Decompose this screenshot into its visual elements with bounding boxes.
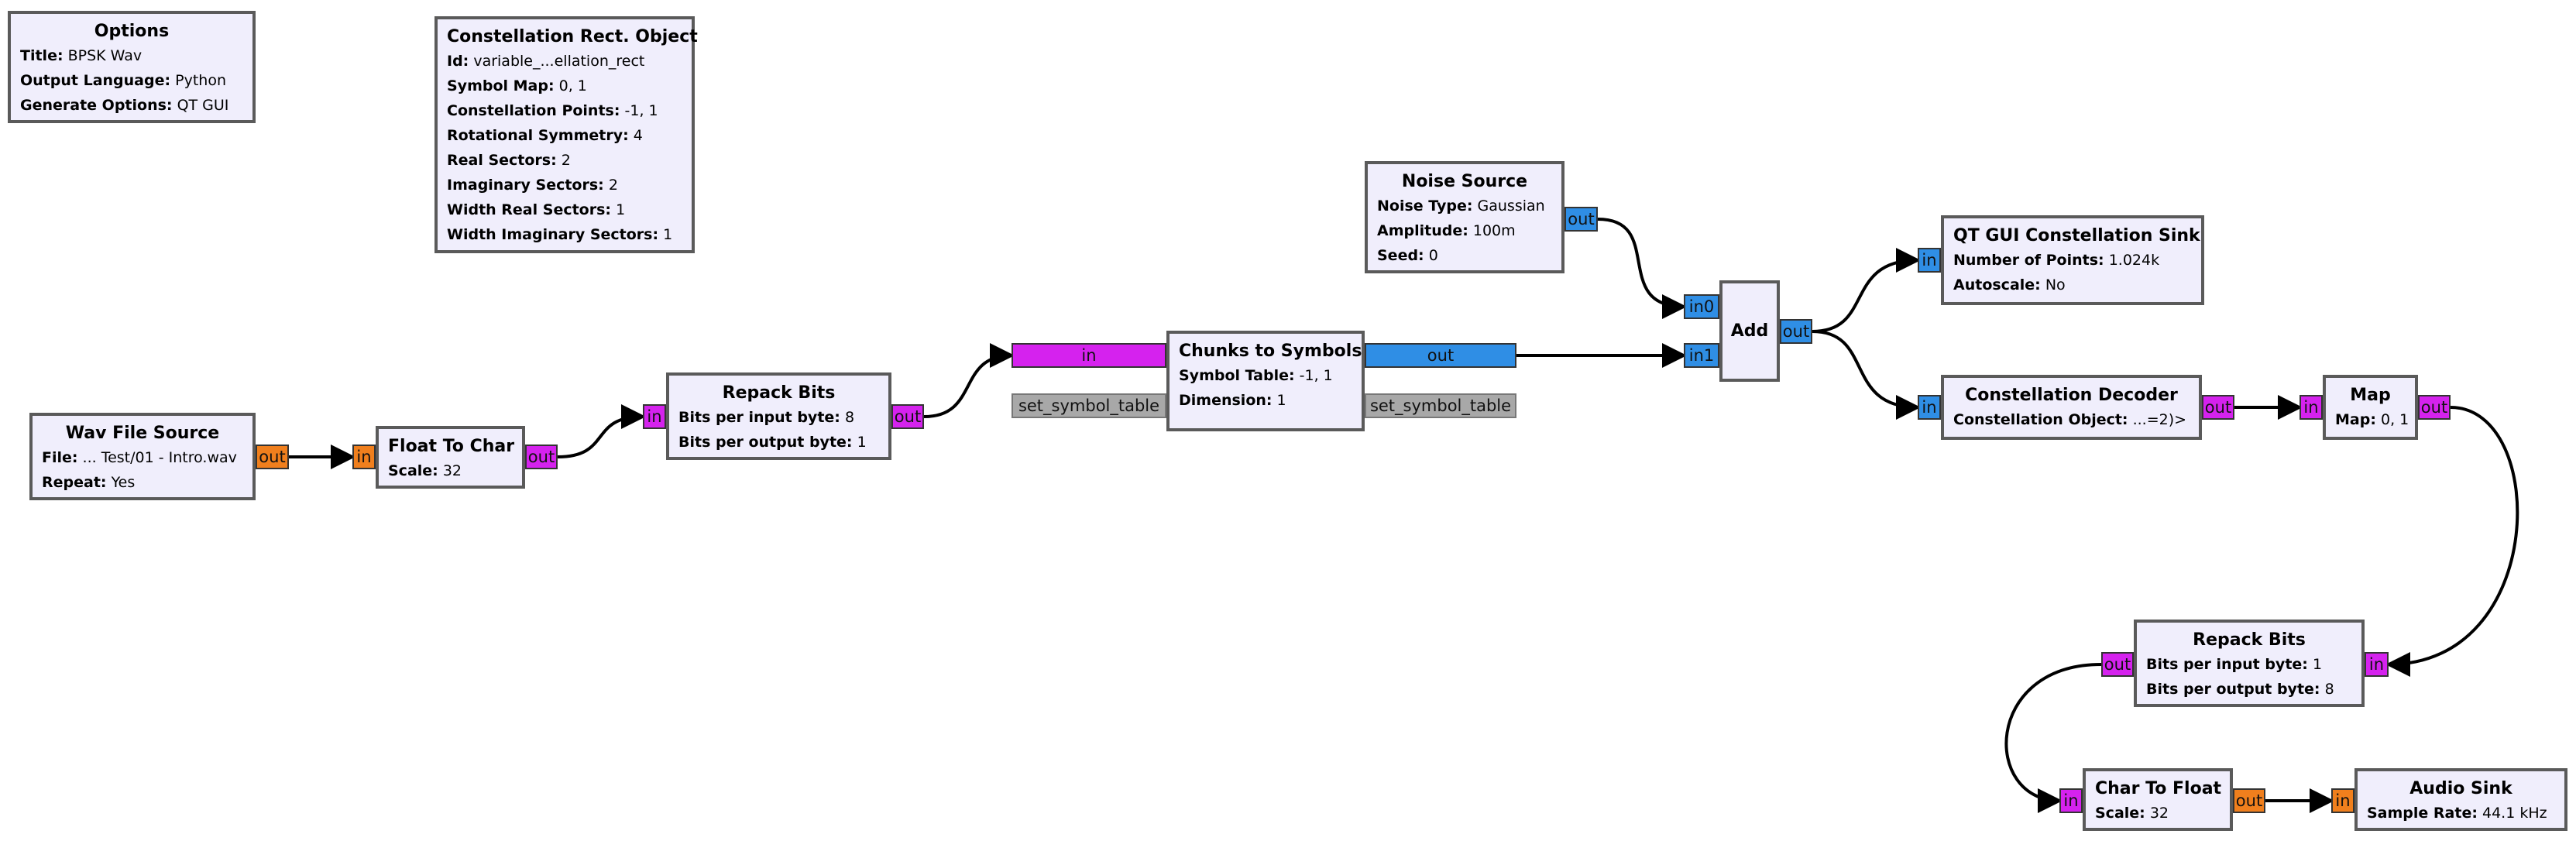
chunks-to-symbols-in-port[interactable]: in	[1012, 343, 1166, 368]
constellation-decoder-in-port[interactable]: in	[1918, 395, 1941, 420]
param-bits-per-input-byte: Bits per input byte: 8	[678, 409, 855, 426]
block-title: Chunks to Symbols	[1179, 342, 1362, 361]
char-to-float-in-port[interactable]: in	[2059, 788, 2083, 813]
param-constellation-object: Constellation Object: ...=2)>	[1953, 411, 2187, 428]
param-scale: Scale: 32	[388, 462, 462, 479]
param-number-of-points: Number of Points: 1.024k	[1953, 252, 2160, 269]
noise-source-block[interactable]: Noise Source Noise Type: Gaussian Amplit…	[1365, 161, 1564, 273]
repack-bits-2-out-port[interactable]: out	[2101, 652, 2134, 677]
block-title: Audio Sink	[2409, 779, 2512, 798]
char-to-float-block[interactable]: Char To Float Scale: 32	[2083, 768, 2233, 831]
param-map: Map: 0, 1	[2335, 411, 2409, 428]
chunks-to-symbols-msg-in-port[interactable]: set_symbol_table	[1012, 393, 1166, 418]
block-title: Repack Bits	[2193, 630, 2306, 650]
block-title: Noise Source	[1401, 172, 1528, 191]
wire-noise-to-add-in0[interactable]	[1597, 218, 1687, 319]
param-sample-rate: Sample Rate: 44.1 kHz	[2367, 805, 2547, 822]
wav-file-source-out-port[interactable]: out	[256, 445, 289, 469]
param-scale: Scale: 32	[2095, 805, 2169, 822]
param-generate-options: Generate Options: QT GUI	[20, 97, 229, 114]
param-seed: Seed: 0	[1377, 247, 1438, 264]
param-dimension: Dimension: 1	[1179, 392, 1286, 409]
float-to-char-in-port[interactable]: in	[352, 445, 376, 469]
block-title: Constellation Rect. Object	[447, 27, 698, 46]
block-title: Float To Char	[388, 437, 515, 456]
repack-bits-1-out-port[interactable]: out	[891, 404, 924, 429]
noise-source-out-port[interactable]: out	[1564, 207, 1598, 232]
param-width-real-sectors: Width Real Sectors: 1	[447, 201, 626, 218]
constellation-decoder-out-port[interactable]: out	[2202, 395, 2234, 420]
repack-bits-1-block[interactable]: Repack Bits Bits per input byte: 8 Bits …	[666, 372, 891, 460]
param-output-language: Output Language: Python	[20, 72, 226, 89]
wav-file-source-block[interactable]: Wav File Source File: ... Test/01 - Intr…	[29, 413, 256, 500]
param-symbol-map: Symbol Map: 0, 1	[447, 77, 587, 94]
block-title: Char To Float	[2095, 779, 2222, 798]
chunks-to-symbols-msg-out-port[interactable]: set_symbol_table	[1365, 393, 1516, 418]
param-width-imaginary-sectors: Width Imaginary Sectors: 1	[447, 226, 673, 243]
audio-sink-block[interactable]: Audio Sink Sample Rate: 44.1 kHz	[2354, 768, 2567, 831]
add-in1-port[interactable]: in1	[1684, 343, 1719, 368]
add-in0-port[interactable]: in0	[1684, 294, 1719, 319]
repack-bits-2-block[interactable]: Repack Bits Bits per input byte: 1 Bits …	[2134, 620, 2365, 707]
float-to-char-block[interactable]: Float To Char Scale: 32	[376, 426, 525, 489]
wire-map-to-repack2[interactable]	[2385, 406, 2519, 677]
block-title: Options	[94, 22, 170, 41]
wire-add-to-constellation-sink[interactable]	[1812, 248, 1921, 333]
block-title: Wav File Source	[65, 424, 220, 443]
param-repeat: Repeat: Yes	[42, 474, 136, 491]
float-to-char-out-port[interactable]: out	[525, 445, 558, 469]
block-title: Add	[1730, 321, 1769, 341]
param-noise-type: Noise Type: Gaussian	[1377, 197, 1545, 215]
wire-add-to-decoder[interactable]	[1812, 330, 1921, 420]
param-rotational-symmetry: Rotational Symmetry: 4	[447, 127, 643, 144]
param-autoscale: Autoscale: No	[1953, 276, 2066, 293]
param-bits-per-output-byte: Bits per output byte: 8	[2146, 681, 2334, 698]
add-out-port[interactable]: out	[1780, 319, 1812, 344]
wire-float-to-repack[interactable]	[557, 404, 646, 458]
char-to-float-out-port[interactable]: out	[2233, 788, 2265, 813]
wire-repack2-to-char-to-float[interactable]	[2004, 663, 2102, 813]
block-title: Repack Bits	[722, 383, 836, 403]
block-title: Constellation Decoder	[1965, 386, 2178, 405]
options-block[interactable]: Options Title: BPSK Wav Output Language:…	[8, 11, 256, 123]
qt-gui-constellation-sink-block[interactable]: QT GUI Constellation Sink Number of Poin…	[1941, 215, 2204, 305]
audio-sink-in-port[interactable]: in	[2331, 788, 2354, 813]
param-title: Title: BPSK Wav	[20, 47, 143, 64]
chunks-to-symbols-out-port[interactable]: out	[1365, 343, 1516, 368]
chunks-to-symbols-block[interactable]: Chunks to Symbols Symbol Table: -1, 1 Di…	[1166, 331, 1365, 431]
param-bits-per-input-byte: Bits per input byte: 1	[2146, 656, 2323, 673]
add-block[interactable]: Add	[1719, 280, 1780, 382]
param-imaginary-sectors: Imaginary Sectors: 2	[447, 177, 618, 194]
constellation-rect-object-block[interactable]: Constellation Rect. Object Id: variable_…	[434, 16, 698, 253]
param-symbol-table: Symbol Table: -1, 1	[1179, 367, 1333, 384]
param-real-sectors: Real Sectors: 2	[447, 152, 571, 169]
param-file: File: ... Test/01 - Intro.wav	[42, 449, 237, 466]
block-title: Map	[2350, 386, 2391, 405]
repack-bits-2-in-port[interactable]: in	[2365, 652, 2389, 677]
constellation-decoder-block[interactable]: Constellation Decoder Constellation Obje…	[1941, 375, 2202, 440]
param-bits-per-output-byte: Bits per output byte: 1	[678, 434, 867, 451]
constellation-sink-in-port[interactable]: in	[1918, 248, 1941, 273]
param-amplitude: Amplitude: 100m	[1377, 222, 1516, 239]
wire-repack-to-chunks[interactable]	[923, 343, 1015, 418]
map-out-port[interactable]: out	[2418, 395, 2451, 420]
repack-bits-1-in-port[interactable]: in	[643, 404, 666, 429]
block-title: QT GUI Constellation Sink	[1953, 226, 2200, 245]
map-in-port[interactable]: in	[2300, 395, 2323, 420]
map-block[interactable]: Map Map: 0, 1	[2323, 375, 2418, 440]
param-id: Id: variable_...ellation_rect	[447, 53, 645, 70]
param-constellation-points: Constellation Points: -1, 1	[447, 102, 658, 119]
